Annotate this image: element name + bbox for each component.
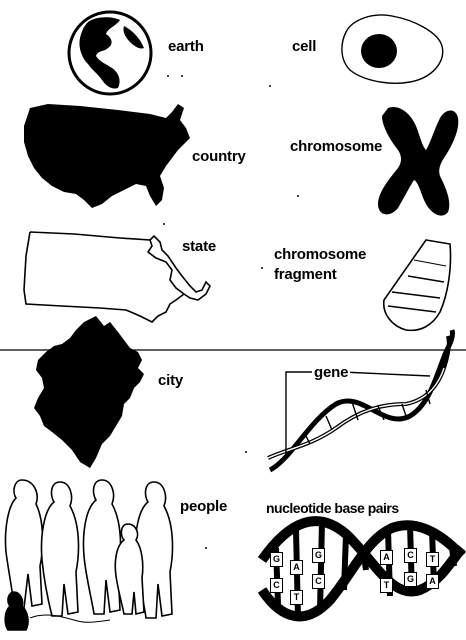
label-chromosome: chromosome (290, 138, 382, 155)
base-letter: T (426, 552, 439, 567)
label-country: country (192, 148, 246, 165)
usa-map-icon (24, 104, 190, 208)
label-state: state (182, 238, 216, 255)
base-letter: A (290, 560, 303, 575)
base-letter: T (290, 590, 303, 605)
cell-icon (342, 15, 443, 83)
base-letter: G (312, 548, 325, 563)
label-fragment-line1: chromosome (274, 246, 366, 263)
base-letter: C (404, 548, 417, 563)
base-letter: C (312, 574, 325, 589)
base-letter: A (426, 574, 439, 589)
label-fragment-line2: fragment (274, 266, 337, 283)
people-silhouettes-icon (5, 480, 172, 630)
label-gene: gene (312, 364, 350, 381)
chromosome-icon (378, 107, 458, 216)
label-earth: earth (168, 38, 204, 55)
chromosome-fragment-icon (384, 240, 451, 330)
base-letter: G (270, 552, 283, 567)
globe-icon (69, 12, 151, 94)
base-letter: T (380, 578, 393, 593)
city-map-icon (34, 316, 144, 468)
base-letter: C (270, 578, 283, 593)
scan-speckles (163, 75, 299, 549)
label-city: city (158, 372, 183, 389)
label-cell: cell (292, 38, 316, 55)
base-letter: G (404, 572, 417, 587)
label-base-pairs: nucleotide base pairs (266, 500, 399, 517)
label-people: people (180, 498, 227, 515)
gene-helix-icon (268, 330, 453, 470)
base-letter: A (380, 550, 393, 565)
